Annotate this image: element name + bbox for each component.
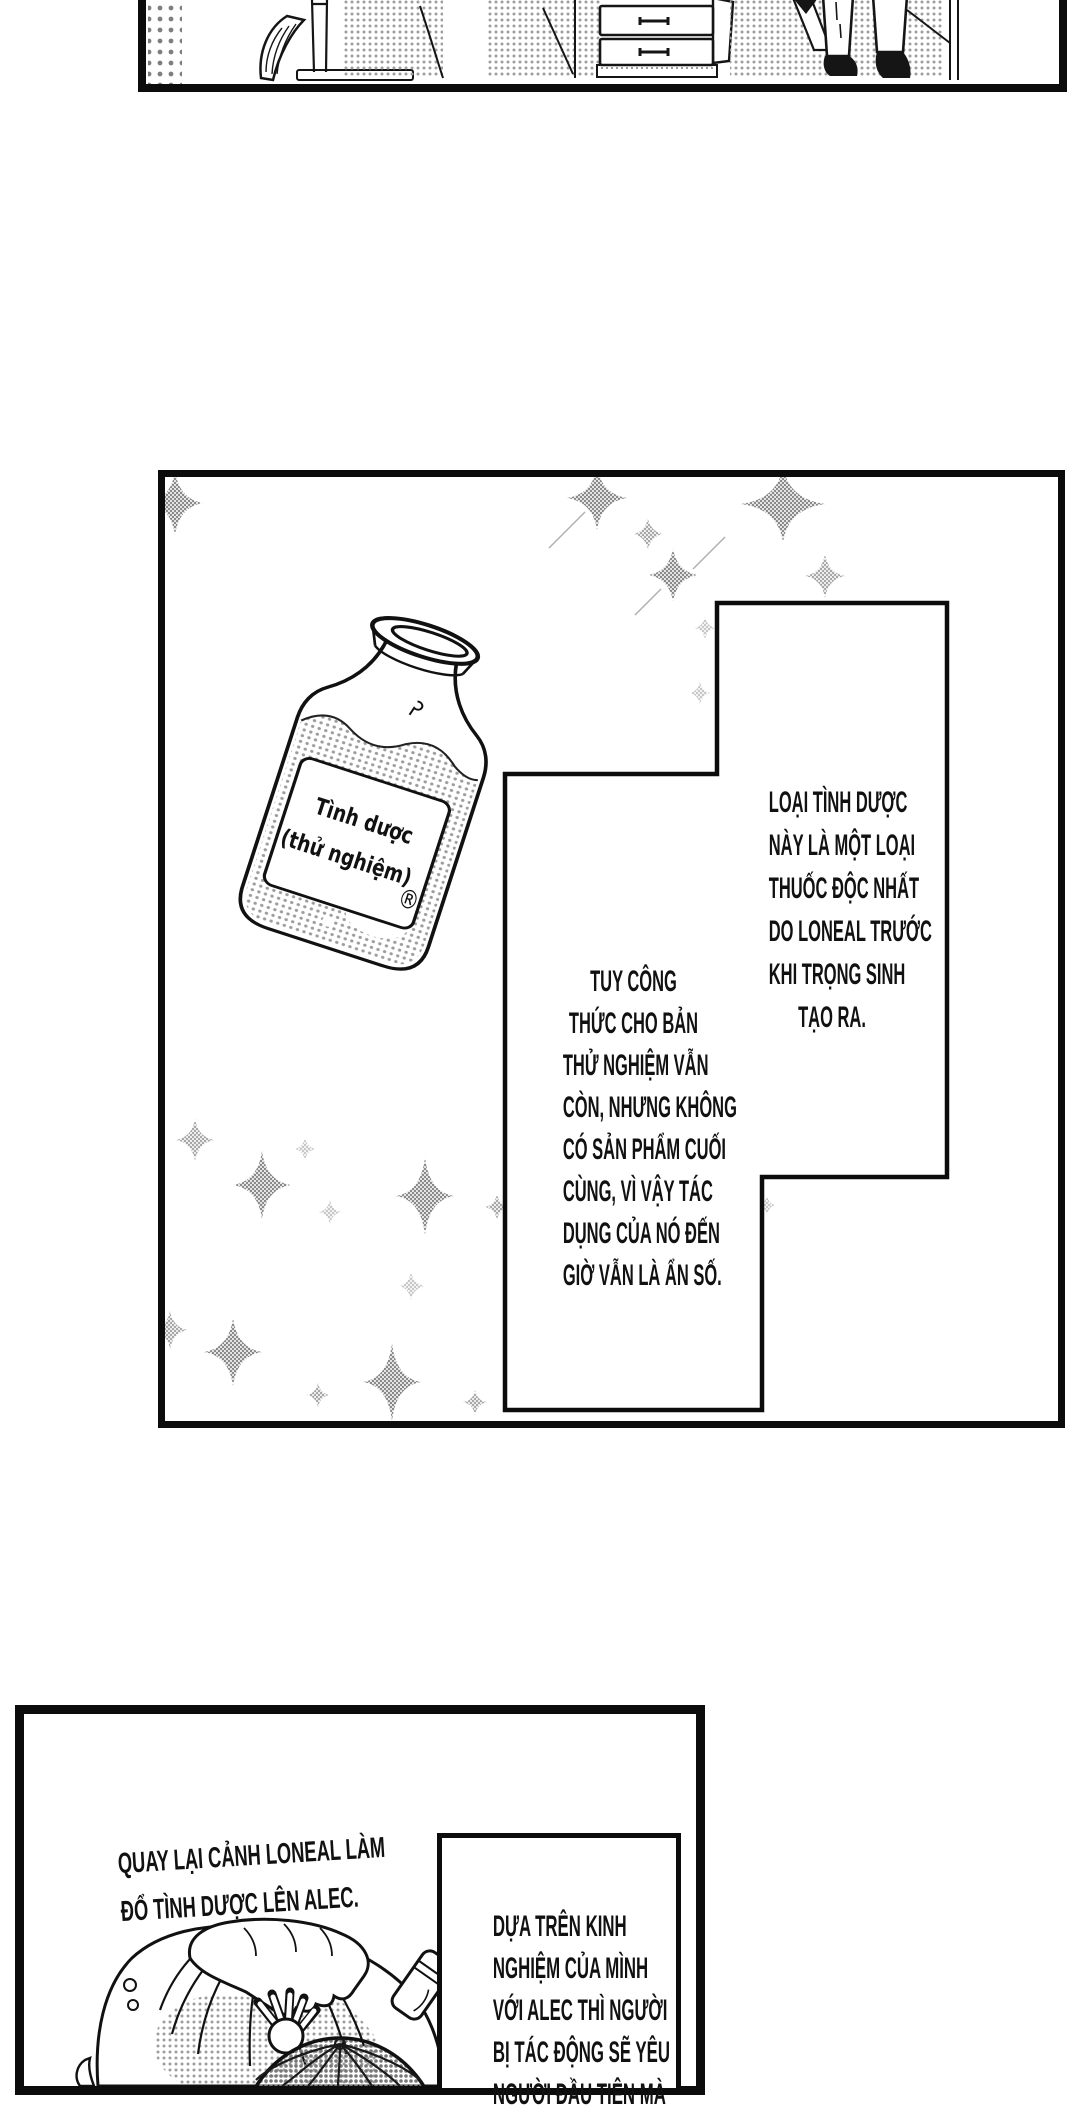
- halftone-strip: [148, 0, 182, 84]
- top-panel-art: [148, 0, 959, 84]
- caption-box-union: [502, 600, 950, 1413]
- bottle-illustration: Tình dược (thử nghiệm) ®: [238, 616, 488, 971]
- bottom-caption-box: [437, 1833, 681, 2093]
- bottom-caption-text: DỰA TRÊN KINH NGHIỆM CỦA MÌNH VỚI ALEC T…: [492, 1910, 670, 2111]
- bottom-panel: [15, 1705, 705, 2095]
- caption-left-text: TUY CÔNG THỨC CHO BẢN THỬ NGHIỆM VẪN CÒN…: [562, 965, 737, 1292]
- wall-panel-left: [343, 0, 444, 79]
- drawer-handle: [638, 17, 670, 25]
- bottom-panel-art: [75, 1917, 454, 2086]
- wall-panel-right: [487, 0, 600, 78]
- standing-legs-art: [821, 0, 911, 78]
- bottle-label: [262, 757, 452, 930]
- ear: [75, 2056, 96, 2086]
- shoe: [823, 56, 858, 76]
- top-panel: [138, 0, 1067, 92]
- door-frame-lines: [906, 0, 959, 80]
- caption-right-text: LOẠI TÌNH DƯỢC NÀY LÀ MỘT LOẠI THUỐC ĐỘC…: [768, 786, 932, 1034]
- drawer-cabinet-art: [596, 0, 735, 78]
- shoe: [875, 52, 911, 78]
- chair-art: [259, 14, 307, 82]
- desk-legs-art: [310, 0, 329, 73]
- sparkles-top: [165, 477, 845, 704]
- narration-text: QUAY LẠI CẢNH LONEAL LÀM ĐỔ TÌNH DƯỢC LÊ…: [116, 1832, 386, 1929]
- reaching-hand-art: [253, 1987, 321, 2055]
- drawer-handle: [638, 48, 670, 56]
- middle-panel: Tình dược (thử nghiệm) ®: [158, 470, 1065, 1428]
